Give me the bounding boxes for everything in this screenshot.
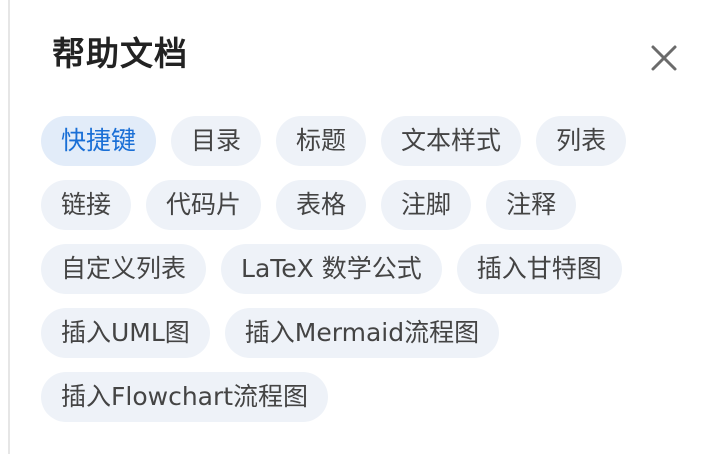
tag-toc[interactable]: 目录 [171,116,262,166]
tag-uml-diagram[interactable]: 插入UML图 [41,308,210,358]
tag-text-styles[interactable]: 文本样式 [381,116,522,166]
tag-gantt-chart[interactable]: 插入甘特图 [456,244,622,294]
tag-flowchart[interactable]: 插入Flowchart流程图 [41,372,329,422]
tag-shortcuts[interactable]: 快捷键 [41,116,157,166]
tag-code-snippets[interactable]: 代码片 [146,180,262,230]
panel-divider [8,0,10,454]
tag-latex-math[interactable]: LaTeX 数学公式 [221,244,442,294]
tag-lists[interactable]: 列表 [536,116,627,166]
tag-tables[interactable]: 表格 [276,180,367,230]
close-icon [651,45,677,71]
tag-row: 链接 代码片 表格 注脚 注释 [41,180,689,230]
panel-title: 帮助文档 [52,34,188,73]
tag-row: 插入UML图 插入Mermaid流程图 [41,308,689,358]
tag-row: 插入Flowchart流程图 [41,372,689,422]
tag-footnotes[interactable]: 注脚 [381,180,472,230]
tag-headings[interactable]: 标题 [276,116,367,166]
close-button[interactable] [644,38,684,78]
tag-links[interactable]: 链接 [41,180,132,230]
tag-custom-lists[interactable]: 自定义列表 [41,244,207,294]
tag-comments[interactable]: 注释 [486,180,577,230]
topic-tag-list: 快捷键 目录 标题 文本样式 列表 链接 代码片 表格 注脚 注释 自定义列表 … [41,116,689,436]
tag-row: 快捷键 目录 标题 文本样式 列表 [41,116,689,166]
tag-mermaid-flowchart[interactable]: 插入Mermaid流程图 [224,308,500,358]
tag-row: 自定义列表 LaTeX 数学公式 插入甘特图 [41,244,689,294]
